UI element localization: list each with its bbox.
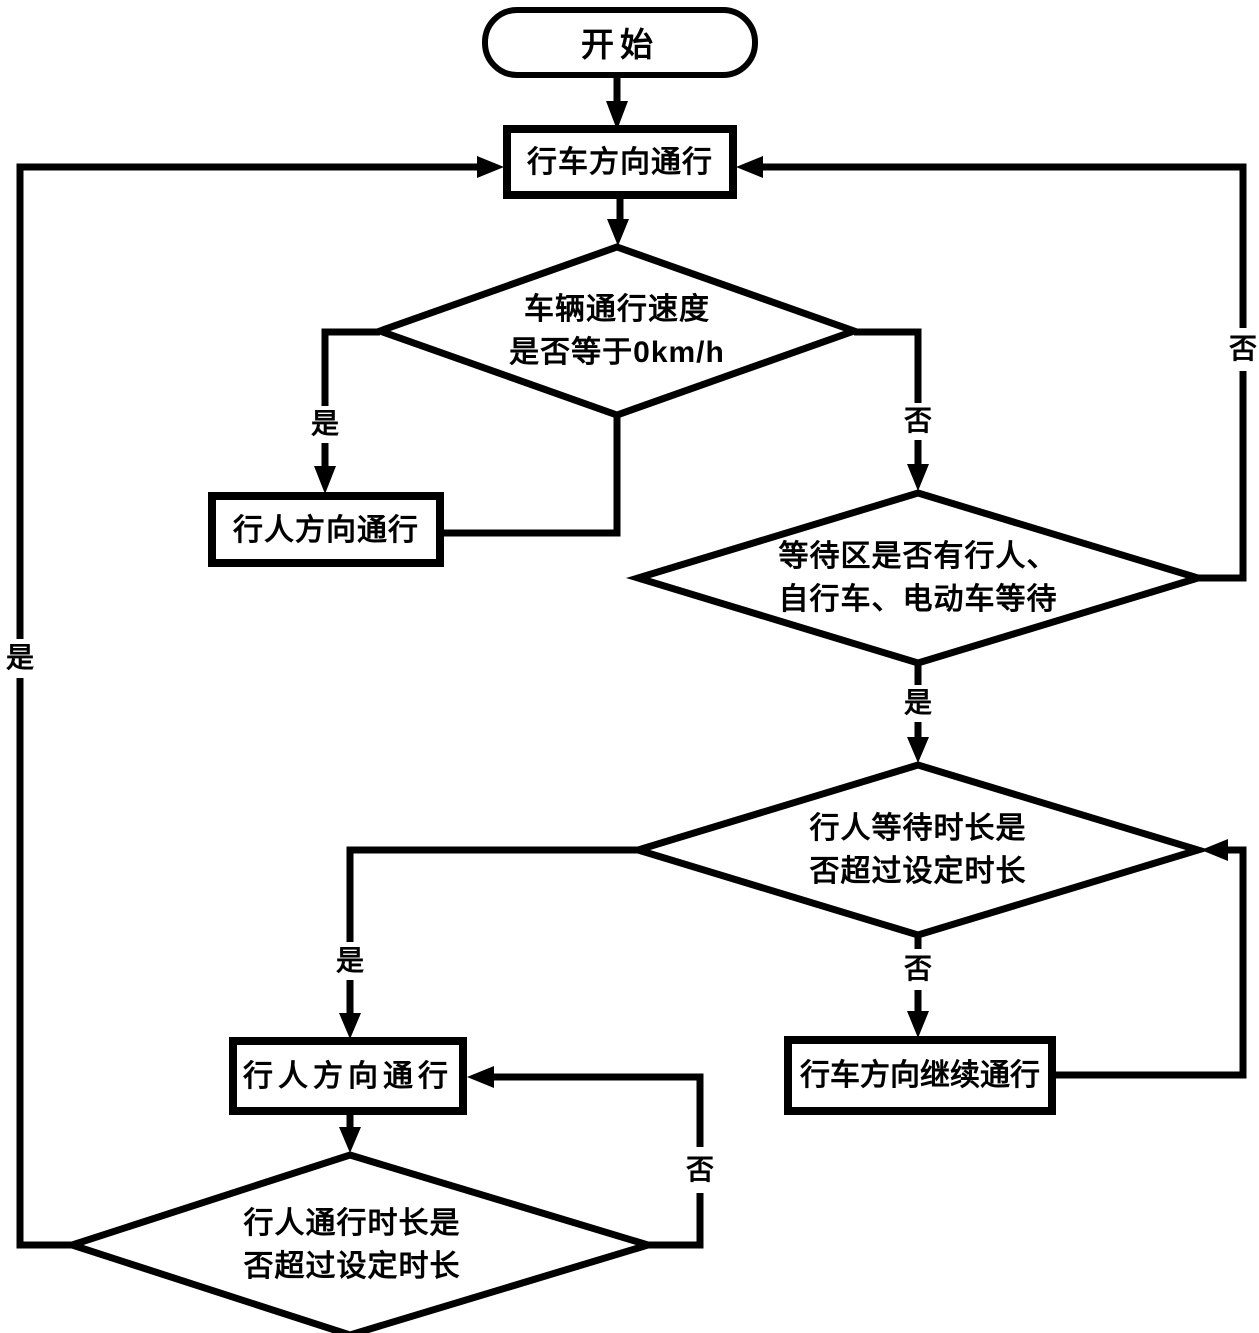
speed-check-label-line2: 是否等于0km/h [509,336,725,369]
edge-wait-area-no [762,163,1247,582]
arrowhead-wait-time-no [907,1011,929,1038]
ped-pass-top-label: 行人方向通行 [233,514,419,547]
speed-check-label: 车辆通行速度 是否等于0km/h [447,288,787,374]
edge-speed-no [854,328,922,466]
wait-time-check-label-line1: 行人等待时长是 [809,812,1027,845]
edge-drive-continue-loop [1052,846,1247,1079]
edge-label-speed-yes: 是 [308,408,342,440]
arrowhead-pass-time-no [467,1066,494,1088]
arrowhead-start [606,101,628,130]
wait-area-check-label-line2: 自行车、电动车等待 [778,583,1058,616]
drive-continue-label: 行车方向继续通行 [800,1059,1040,1092]
edge-speed-bottom-connector [440,415,621,537]
wait-time-check-label: 行人等待时长是 否超过设定时长 [738,807,1098,893]
edge-label-wait-time-yes: 是 [333,945,367,977]
edge-pass-time-no [492,1073,704,1249]
wait-time-check-label-line2: 否超过设定时长 [809,855,1027,888]
arrowhead-wait-area-no [736,156,763,178]
wait-area-check-label: 等待区是否有行人、 自行车、电动车等待 [738,535,1098,621]
pass-time-check-diamond-shape [60,1151,661,1333]
start-terminator-shape [482,7,758,78]
drive-pass-label: 行车方向通行 [527,146,713,179]
wait-time-check-diamond-shape [625,761,1211,939]
wait-area-check-diamond-shape [625,489,1211,667]
edge-label-wait-area-no: 否 [1226,333,1259,365]
drive-pass-box-shape [503,125,737,199]
edge-speed-yes [321,328,380,468]
speed-check-diamond-shape [369,243,865,419]
arrowhead-wait-time-yes [339,1013,361,1039]
drive-continue-box-shape [784,1036,1056,1115]
edge-label-speed-no: 否 [901,405,935,437]
edge-label-wait-time-no: 否 [901,953,935,985]
arrowhead-speed-no [907,464,929,491]
ped-pass-bottom-label: 行人方向通行 [243,1060,453,1093]
arrowhead-pass-time-yes [477,156,504,178]
edge-label-pass-time-yes: 是 [3,642,37,674]
ped-pass-bottom-box-shape [229,1037,467,1115]
speed-check-label-line1: 车辆通行速度 [524,293,710,326]
arrowhead-speed-check [607,219,629,246]
arrowhead-speed-yes [314,466,336,494]
pass-time-check-label: 行人通行时长是 否超过设定时长 [172,1202,532,1288]
edge-label-wait-area-yes: 是 [901,687,935,719]
edge-pass-time-yes [16,163,478,1249]
edge-wait-time-yes [346,846,638,1016]
arrowhead-drive-continue-loop [1201,839,1228,861]
pass-time-check-label-line1: 行人通行时长是 [243,1207,461,1240]
pass-time-check-label-line2: 否超过设定时长 [243,1250,461,1283]
start-label: 开始 [581,26,659,63]
edge-label-pass-time-no: 否 [683,1154,717,1186]
arrowhead-wait-area-yes [907,737,929,763]
wait-area-check-label-line1: 等待区是否有行人、 [778,540,1058,573]
arrowhead-ped-pass-to-pass-time [339,1127,361,1153]
ped-pass-top-box-shape [208,492,444,567]
